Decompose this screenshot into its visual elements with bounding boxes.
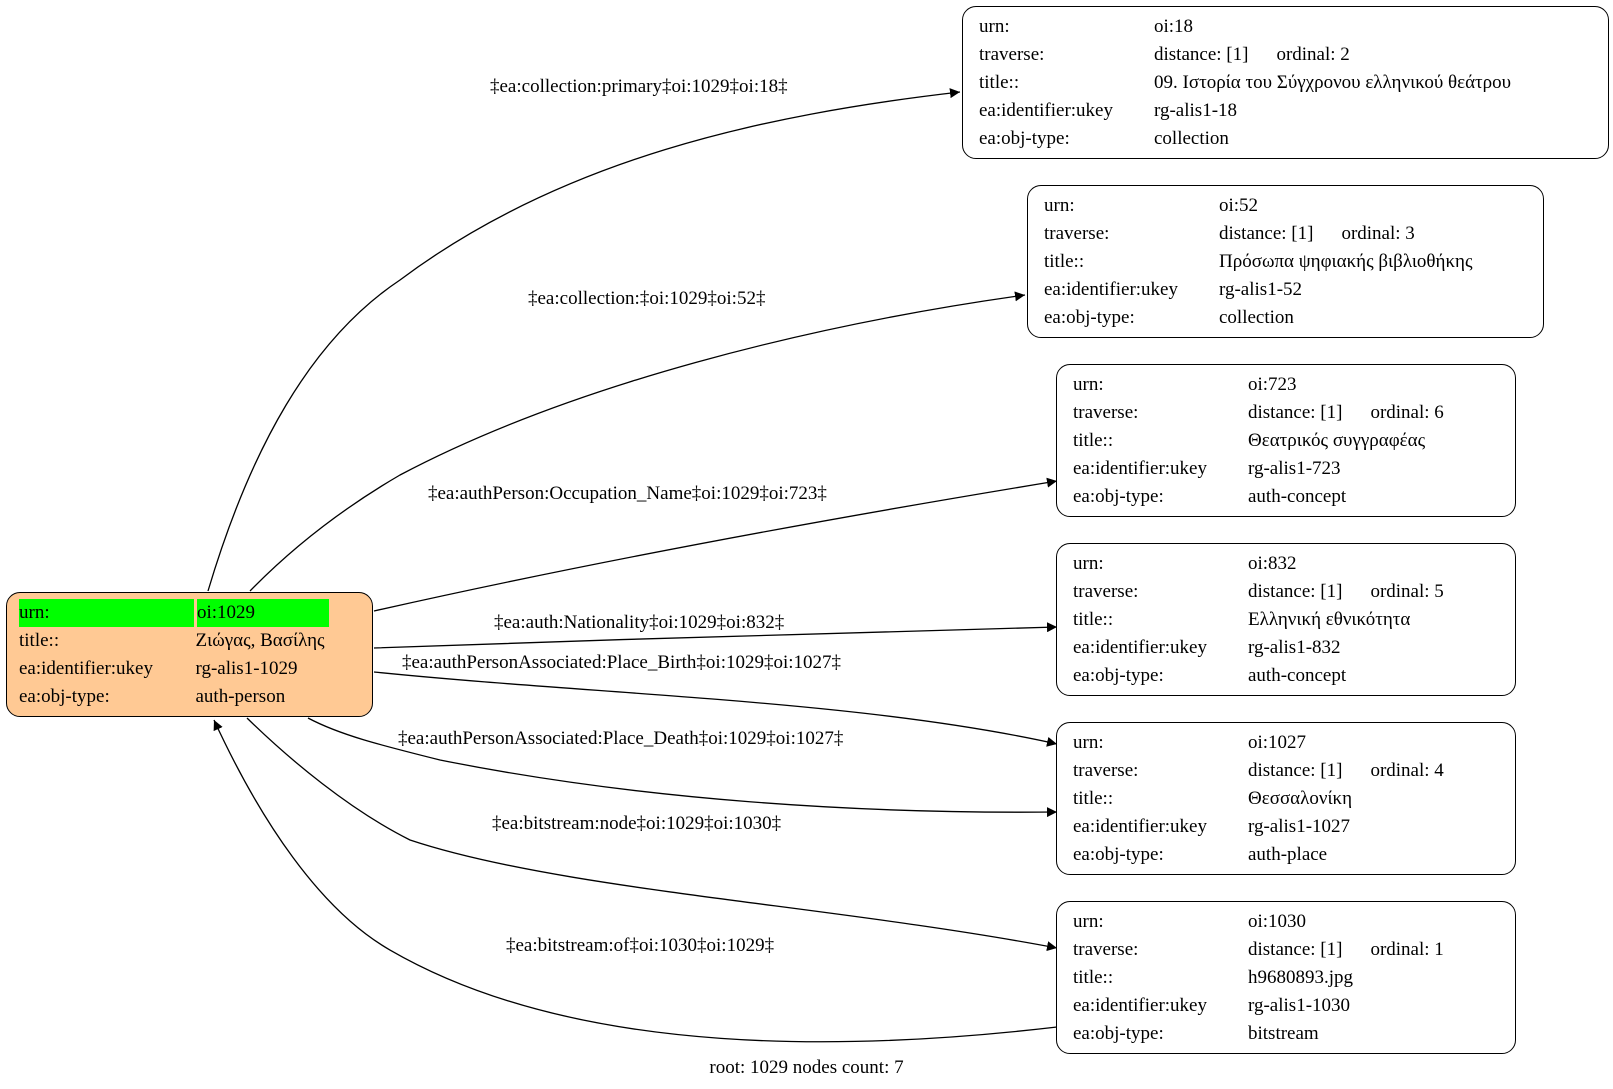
field-ukey: rg-alis1-52	[1219, 279, 1303, 300]
field-key-type: ea:obj-type:	[1073, 665, 1164, 686]
field-key-title: title::	[19, 630, 60, 651]
edge-to-oi-832	[373, 622, 1058, 649]
edge-to-oi-52	[249, 291, 1026, 592]
field-title: h9680893.jpg	[1248, 967, 1354, 988]
field-key-type: ea:obj-type:	[1044, 307, 1135, 328]
field-urn: oi:1029	[195, 599, 329, 627]
field-title: Θεσσαλονίκη	[1248, 788, 1353, 809]
field-key-traverse: traverse:	[1073, 760, 1139, 781]
field-ordinal: ordinal: 2	[1276, 44, 1350, 65]
field-key-ukey: ea:identifier:ukey	[19, 658, 153, 679]
field-key-type: ea:obj-type:	[979, 128, 1070, 149]
node-oi-1030[interactable]: urn: oi:1030 traverse: distance: [1] ordina…	[1056, 901, 1516, 1054]
field-distance: distance: [1]	[1219, 223, 1314, 244]
field-distance: distance: [1]	[1248, 939, 1343, 960]
edge-to-oi-18	[207, 88, 961, 592]
field-type: collection	[1154, 128, 1229, 149]
field-key-title: title::	[979, 72, 1020, 93]
field-distance: distance: [1]	[1154, 44, 1249, 65]
field-key-ukey: ea:identifier:ukey	[1073, 458, 1207, 479]
field-ukey: rg-alis1-18	[1154, 100, 1238, 121]
field-key-ukey: ea:identifier:ukey	[979, 100, 1113, 121]
field-key-title: title::	[1044, 251, 1085, 272]
field-distance: distance: [1]	[1248, 581, 1343, 602]
field-key-type: ea:obj-type:	[1073, 844, 1164, 865]
field-key-ukey: ea:identifier:ukey	[1073, 816, 1207, 837]
field-key-ukey: ea:identifier:ukey	[1073, 995, 1207, 1016]
field-key-ukey: ea:identifier:ukey	[1073, 637, 1207, 658]
field-title: Ζιώγας, Βασίλης	[195, 630, 325, 651]
field-key-title: title::	[1073, 430, 1114, 451]
edge-label-bitstream-node: ‡ea:bitstream:node‡oi:1029‡oi:1030‡	[492, 813, 782, 834]
field-title: Πρόσωπα ψηφιακής βιβλιοθήκης	[1219, 251, 1473, 272]
field-ukey: rg-alis1-832	[1248, 637, 1341, 658]
field-urn: oi:52	[1219, 195, 1259, 216]
field-ordinal: ordinal: 6	[1370, 402, 1444, 423]
field-key-type: ea:obj-type:	[19, 686, 110, 707]
edge-label-collection: ‡ea:collection:‡oi:1029‡oi:52‡	[528, 288, 766, 309]
edge-label-bitstream-of: ‡ea:bitstream:of‡oi:1030‡oi:1029‡	[506, 935, 775, 956]
field-distance: distance: [1]	[1248, 402, 1343, 423]
field-key-ukey: ea:identifier:ukey	[1044, 279, 1178, 300]
field-ukey: rg-alis1-1030	[1248, 995, 1351, 1016]
field-title: Ελληνική εθνικότητα	[1248, 609, 1411, 630]
edge-place-birth	[373, 671, 1058, 747]
field-key-urn: urn:	[1044, 195, 1075, 216]
field-key-traverse: traverse:	[1073, 939, 1139, 960]
field-key-urn: urn:	[1073, 374, 1104, 395]
edge-bitstream-of	[213, 719, 1058, 1043]
field-ukey: rg-alis1-723	[1248, 458, 1341, 479]
field-ordinal: ordinal: 3	[1341, 223, 1415, 244]
field-distance: distance: [1]	[1248, 760, 1343, 781]
field-key-title: title::	[1073, 609, 1114, 630]
field-type: auth-place	[1248, 844, 1328, 865]
edge-to-oi-723	[373, 477, 1058, 612]
field-urn: oi:1027	[1248, 732, 1307, 753]
field-ukey: rg-alis1-1027	[1248, 816, 1351, 837]
edge-label-collection-primary: ‡ea:collection:primary‡oi:1029‡oi:18‡	[490, 76, 788, 97]
field-urn: oi:18	[1154, 16, 1194, 37]
graph-footer: root: 1029 nodes count: 7	[709, 1057, 904, 1078]
field-key-title: title::	[1073, 788, 1114, 809]
field-key-title: title::	[1073, 967, 1114, 988]
node-oi-1027[interactable]: urn: oi:1027 traverse: distance: [1] ordina…	[1056, 722, 1516, 875]
field-key-urn: urn:	[1073, 911, 1104, 932]
node-oi-18[interactable]: urn: oi:18 traverse: distance: [1] ordinal:…	[962, 6, 1609, 159]
field-type: auth-person	[195, 686, 286, 707]
field-ordinal: ordinal: 4	[1370, 760, 1444, 781]
field-key-traverse: traverse:	[1044, 223, 1110, 244]
edge-label-nationality: ‡ea:auth:Nationality‡oi:1029‡oi:832‡	[494, 612, 785, 633]
field-key-urn: urn:	[19, 599, 197, 627]
field-key-urn: urn:	[979, 16, 1010, 37]
field-ordinal: ordinal: 5	[1370, 581, 1444, 602]
field-type: bitstream	[1248, 1023, 1319, 1044]
edge-place-death	[307, 717, 1058, 818]
field-key-urn: urn:	[1073, 553, 1104, 574]
field-key-type: ea:obj-type:	[1073, 1023, 1164, 1044]
field-type: auth-concept	[1248, 486, 1347, 507]
field-ordinal: ordinal: 1	[1370, 939, 1444, 960]
field-type: collection	[1219, 307, 1294, 328]
edge-label-place-birth: ‡ea:authPersonAssociated:Place_Birth‡oi:…	[402, 652, 842, 673]
node-oi-723[interactable]: urn: oi:723 traverse: distance: [1] ordinal…	[1056, 364, 1516, 517]
field-ukey: rg-alis1-1029	[195, 658, 298, 679]
field-title: 09. Ιστορία του Σύγχρονου ελληνικού θεάτ…	[1154, 72, 1512, 93]
field-key-traverse: traverse:	[979, 44, 1045, 65]
edge-bitstream-node	[246, 717, 1058, 952]
node-oi-52[interactable]: urn: oi:52 traverse: distance: [1] ordinal:…	[1027, 185, 1544, 338]
field-key-type: ea:obj-type:	[1073, 486, 1164, 507]
edge-label-occupation: ‡ea:authPerson:Occupation_Name‡oi:1029‡o…	[428, 483, 827, 504]
field-key-urn: urn:	[1073, 732, 1104, 753]
field-key-traverse: traverse:	[1073, 402, 1139, 423]
field-type: auth-concept	[1248, 665, 1347, 686]
field-key-traverse: traverse:	[1073, 581, 1139, 602]
field-title: Θεατρικός συγγραφέας	[1248, 430, 1426, 451]
node-oi-832[interactable]: urn: oi:832 traverse: distance: [1] ordinal…	[1056, 543, 1516, 696]
field-urn: oi:723	[1248, 374, 1297, 395]
field-urn: oi:1030	[1248, 911, 1307, 932]
node-root-oi-1029[interactable]: urn:oi:1029 title::Ζιώγας, Βασίλης ea:id…	[6, 592, 373, 717]
field-urn: oi:832	[1248, 553, 1297, 574]
edge-label-place-death: ‡ea:authPersonAssociated:Place_Death‡oi:…	[398, 728, 844, 749]
